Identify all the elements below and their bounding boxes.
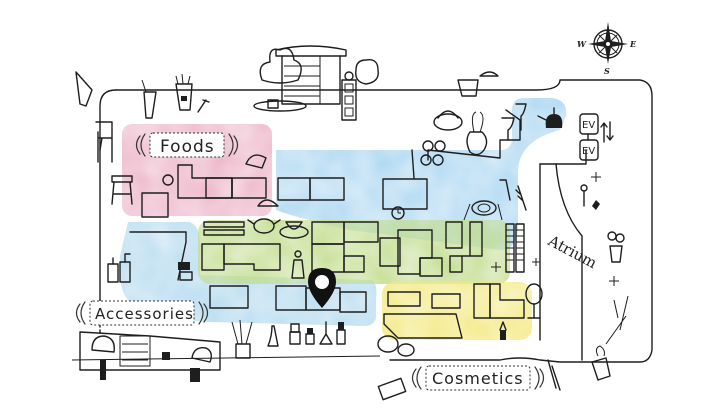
plate-icon: [463, 200, 503, 221]
store-blocks: [129, 109, 587, 361]
foods-label: Foods: [160, 137, 215, 157]
lantern-icon: [341, 71, 357, 121]
cosmetics-label: Cosmetics: [432, 369, 524, 388]
atrium-label: Atrium: [544, 231, 600, 272]
palette-icon: [377, 377, 407, 401]
paren-right-icon: [198, 301, 209, 325]
paren-left-icon: [135, 133, 146, 157]
compass-west: W: [577, 39, 587, 49]
teacup-icon: [279, 221, 309, 239]
down-arrow-icon: [606, 121, 614, 141]
tree-icon: [259, 47, 379, 85]
nail-polish-icon: [267, 321, 346, 347]
compass-east: E: [629, 39, 637, 49]
plant-pot-icon: [591, 295, 629, 381]
atrium[interactable]: Atrium: [544, 231, 600, 272]
clock-icon: [391, 206, 405, 220]
drink-cup-icon: [75, 71, 157, 119]
lantern-icon-small: [162, 174, 174, 186]
escalator-icon: [505, 223, 525, 273]
accessories-label-group[interactable]: Accessories: [75, 300, 209, 326]
glasses-icon: [420, 140, 446, 166]
paren-right-icon: [228, 133, 239, 157]
wine-glass-icon: [501, 103, 527, 141]
fries-icon: [175, 73, 193, 111]
up-arrow-icon: [600, 122, 608, 143]
brush-icon: [547, 359, 561, 391]
elevator-label-1: EV: [582, 120, 595, 131]
elevator-group[interactable]: EV EV: [579, 113, 614, 161]
accessories-label: Accessories: [95, 305, 194, 323]
jar-icon: [178, 262, 193, 281]
vase-icon: [466, 111, 488, 156]
map-pin-icon[interactable]: [308, 268, 336, 308]
chair-icon: [95, 121, 113, 163]
lipstick-icon: [499, 321, 507, 340]
cosmetics-label-group[interactable]: Cosmetics: [411, 365, 545, 391]
cake-dome-icon: [257, 199, 279, 207]
zone-general[interactable]: [198, 220, 510, 284]
compass-south: S: [604, 66, 610, 76]
zone-cosmetics[interactable]: [382, 282, 532, 340]
teapot-icon: [203, 218, 281, 236]
paren-left-icon: [411, 366, 422, 390]
flower-icon: [197, 99, 210, 113]
cafe-building-icon: [253, 45, 347, 112]
stool-icon: [111, 175, 133, 205]
diffuser-icon: [231, 319, 253, 359]
knit-bag-icon: [433, 110, 463, 131]
figurine-icon: [291, 250, 305, 279]
bouquet-icon: [607, 231, 625, 263]
key-icon: [580, 184, 600, 210]
storefront-icon: [79, 331, 221, 382]
paren-left-icon: [75, 301, 86, 325]
bag-icon: [457, 71, 499, 97]
building-outline: [71, 79, 653, 363]
compact-icon: [377, 335, 415, 357]
mirror-icon: [525, 283, 543, 319]
elevator-label-2: EV: [582, 146, 595, 157]
compass-icon: W E S: [577, 22, 637, 76]
foods-label-group[interactable]: Foods: [135, 132, 239, 158]
pump-bottle-icon: [107, 253, 131, 283]
sparkle-icon: [491, 172, 619, 286]
paren-right-icon: [534, 366, 545, 390]
herb-icon: [515, 185, 527, 211]
kettle-icon: [537, 107, 563, 128]
zone-accessories[interactable]: [119, 222, 377, 326]
taco-icon: [245, 154, 267, 169]
